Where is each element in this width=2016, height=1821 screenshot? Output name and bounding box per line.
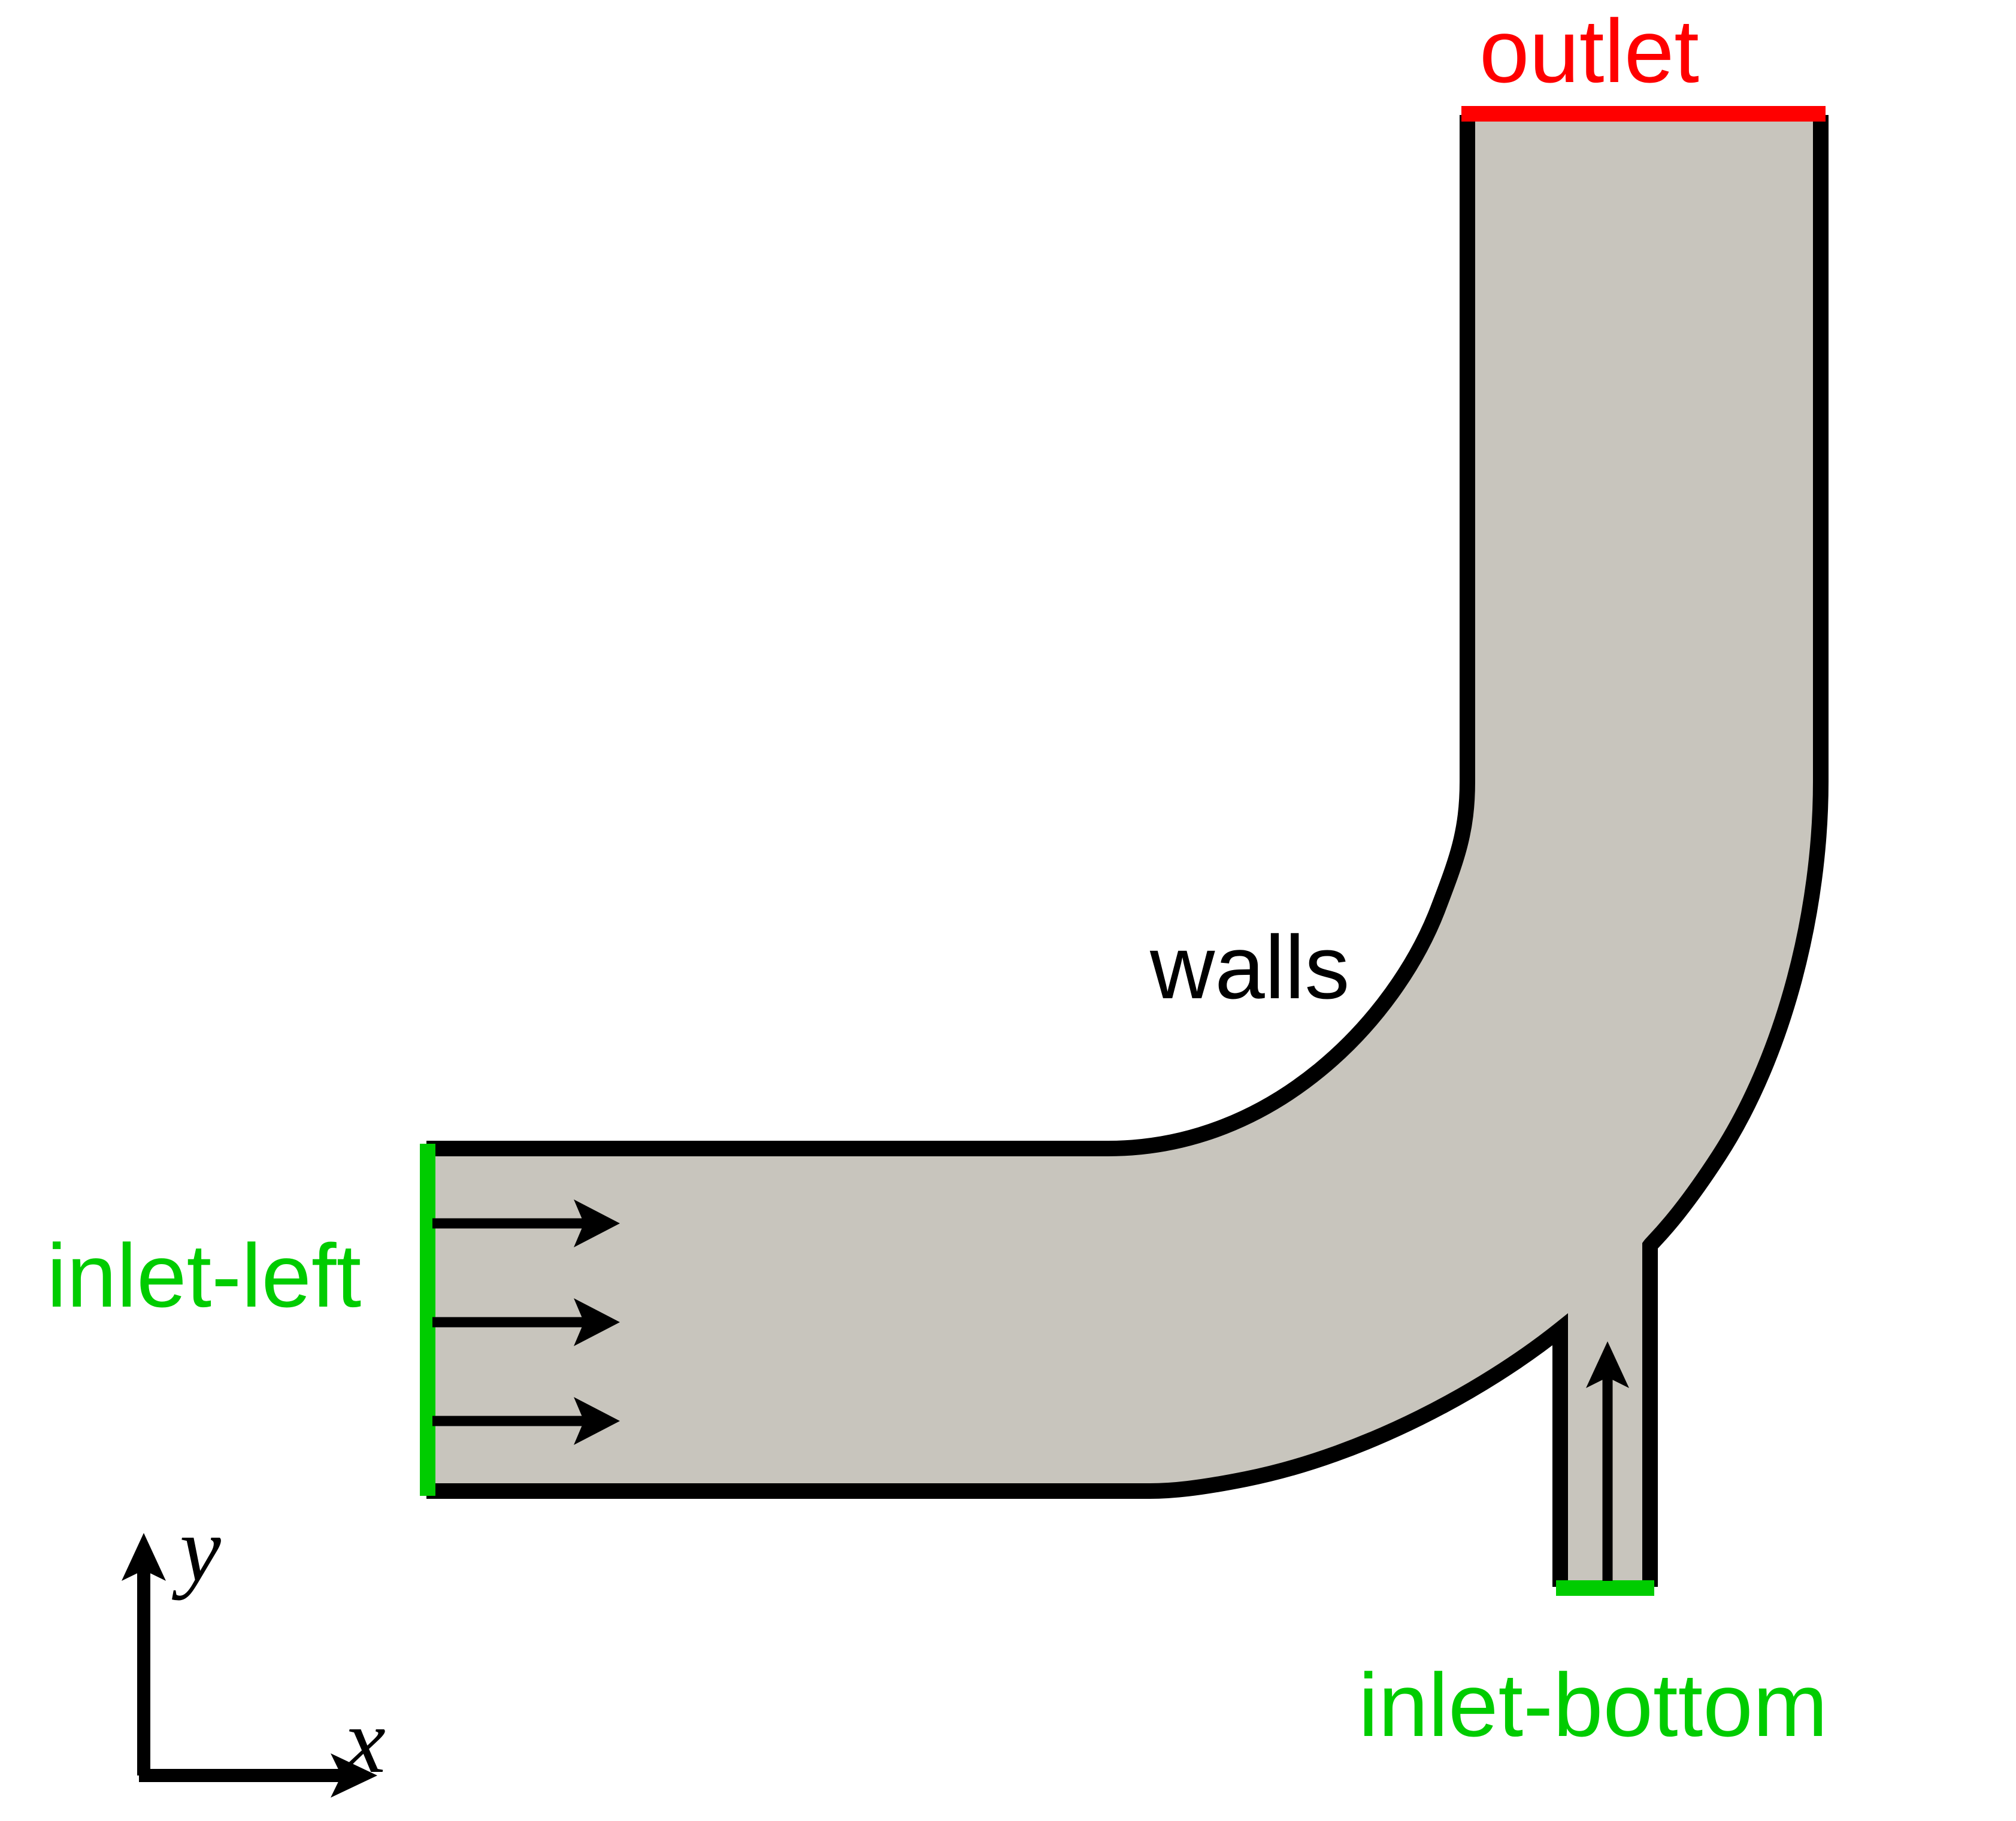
flow-arrow-bottom-1: [1586, 1341, 1629, 1581]
outlet-label: outlet: [1479, 1, 1699, 101]
axis-x-arrowhead: [331, 1753, 377, 1798]
inlet-bottom-label: inlet-bottom: [1358, 1655, 1828, 1755]
inlet-left-label: inlet-left: [47, 1225, 362, 1326]
walls-label: walls: [1150, 917, 1350, 1017]
wall-outer-right: [1642, 115, 1829, 1587]
axis-y-arrowhead: [122, 1533, 166, 1581]
wall-bottom-inner: [426, 1313, 1568, 1587]
axis-y-label: y: [180, 1498, 221, 1601]
flow-arrow-left-3: [432, 1397, 620, 1445]
flow-arrow-left-2: [432, 1298, 620, 1346]
axis-x-label: x: [344, 1689, 386, 1792]
flow-arrow-left-1: [432, 1199, 620, 1247]
wall-inner-top-left: [426, 115, 1475, 1156]
coordinate-axes: [122, 1533, 377, 1798]
